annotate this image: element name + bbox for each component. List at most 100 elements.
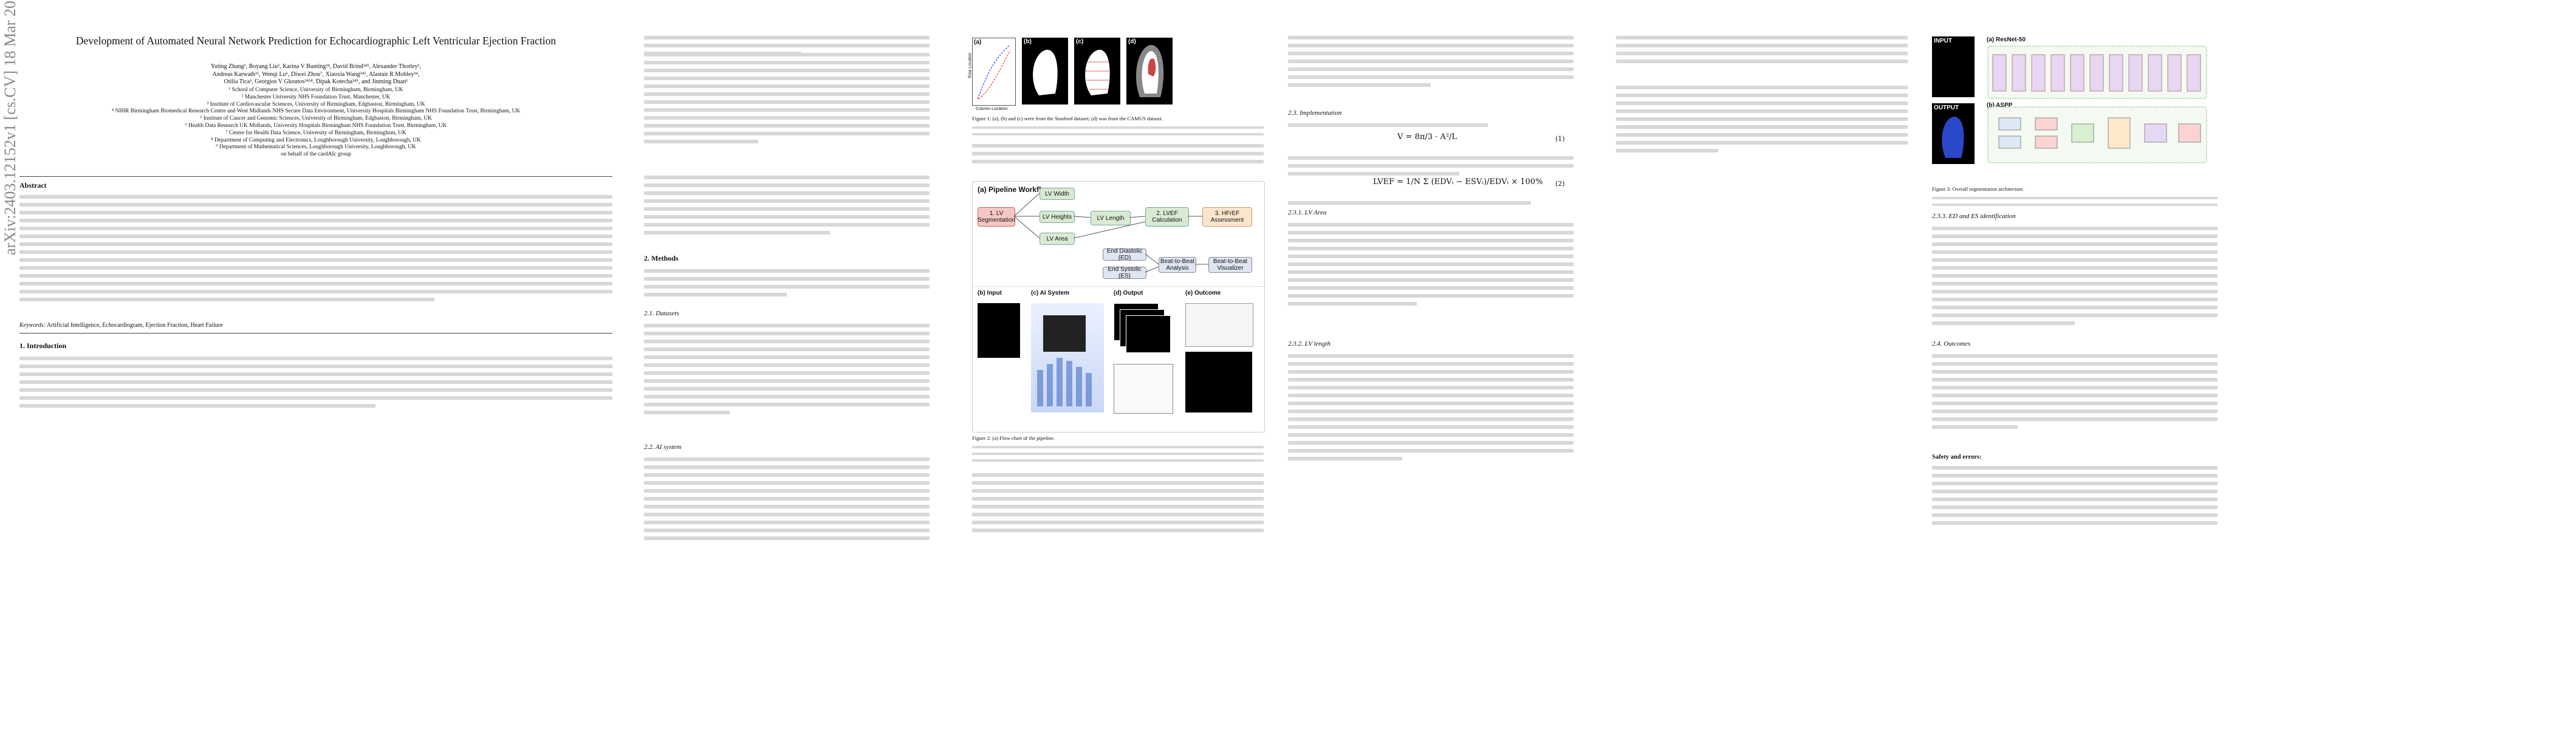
equation-2: LVEF = 1/N Σ (EDVᵢ − ESVᵢ)/EDVᵢ × 100% [1373, 177, 1543, 187]
authors-line-1: Yuting Zhang¹, Boyang Liu², Karina V Bun… [210, 63, 422, 70]
figure-2-output-images [1114, 303, 1174, 419]
section-methods: 2. Methods [644, 254, 679, 262]
lv-mask-c [1085, 49, 1111, 95]
ed-es-body [1932, 222, 2218, 329]
lv-area-body [1288, 219, 1574, 310]
p3-after-eq1 [1288, 152, 1574, 180]
affiliation-5: ⁵ Institute of Cancer and Genomic Scienc… [200, 115, 432, 122]
equation-2-lhs: LVEF = [1373, 177, 1404, 187]
figure-2-network-stack [1037, 315, 1092, 406]
figure-2: (a) Pipeline Workflow 1. LV Segmentation… [972, 181, 1265, 433]
figure-1: (a) Row Location Column Location (b) (c) [968, 38, 1179, 111]
affiliation-1: ¹ School of Computer Science, University… [228, 87, 403, 93]
box-lv-area: LV Area [1040, 233, 1075, 245]
authors-line-3: Otilia Tica³, Georgios V Gkoutos³⁴⁵⁸, Di… [224, 78, 408, 85]
equation-1-lhs: V = [1397, 132, 1413, 142]
figure-2-input-image [978, 303, 1020, 358]
figure-3-resnet-label: (a) ResNet-50 [1987, 36, 2026, 43]
figure-1-caption: Figure 1: (a), (b) and (c) were from the… [972, 115, 1264, 140]
p2-col2-para [972, 140, 1264, 168]
figure-2-caption-text: Figure 2: (a) Flow chart of the pipeline… [972, 435, 1055, 441]
figure-3-architecture [1987, 46, 2207, 163]
figure-1-caption-text: Figure 1: (a), (b) and (c) were from the… [972, 115, 1163, 122]
equation-1-number: (1) [1555, 135, 1565, 143]
page-3: 2.3. Implementation V = 8π/3 · A²/L (1) … [1288, 0, 1920, 729]
p2-col1-para2 [644, 49, 930, 148]
box-lv-heights: LV Heights [1040, 211, 1075, 223]
box-end-diastolic: End Diastolic (ED) [1103, 248, 1146, 261]
section-datasets: 2.1. Datasets [644, 310, 679, 317]
equation-2-number: (2) [1555, 180, 1565, 188]
figure-3: INPUT OUTPUT (a) ResNet-50 (b) ASPP [1932, 36, 2218, 181]
figure-2-arrows [1013, 193, 1208, 273]
safety-heading: Safety and errors: [1932, 454, 1982, 460]
figure-3-output-image: OUTPUT [1932, 103, 1975, 164]
figure-3-aspp-label: (b) ASPP [1987, 102, 2013, 109]
intro-body [19, 352, 612, 412]
figure-1-xlabel: Column Location [976, 107, 1008, 111]
section-lv-length: 2.3.2. LV length [1288, 340, 1331, 347]
figure-1-panel-b-label: (b) [1024, 38, 1032, 45]
affiliations: ¹ School of Computer Science, University… [55, 87, 577, 159]
affiliation-10: on behalf of the cardAIc group [281, 151, 351, 158]
equation-1: V = 8π/3 · A²/L [1397, 132, 1457, 142]
p2-col1-para3 [644, 171, 930, 239]
box-beat-to-beat-analysis: Beat-to-Beat Analysis [1159, 257, 1196, 273]
affiliation-9: ⁹ Department of Mathematical Sciences, L… [216, 144, 416, 151]
section-lv-area: 2.3.1. LV Area [1288, 209, 1327, 216]
affiliation-3: ³ Institute of Cardiovascular Sciences, … [207, 101, 425, 108]
camus-mask-d [1136, 45, 1164, 97]
outcomes-body [1932, 350, 2218, 433]
figure-2-panel-e-label: (e) Outcome [1185, 290, 1221, 296]
figure-1-panel-d: (d) [1126, 38, 1173, 104]
affiliation-4: ⁴ NIHR Birmingham Biomedical Research Ce… [111, 108, 521, 115]
affiliation-6: ⁶ Health Data Research UK Midlands, Univ… [185, 122, 447, 129]
section-implementation: 2.3. Implementation [1288, 109, 1342, 117]
figure-3-caption-text: Figure 3: Overall segmentation architect… [1932, 186, 2025, 192]
box-hfref-assessment: 3. HFrEF Assessment [1202, 207, 1252, 227]
figure-1-ylabel: Row Location [968, 52, 973, 78]
box-end-systolic: End Systolic (ES) [1103, 266, 1146, 279]
figure-2-outcome-images [1185, 303, 1258, 419]
box-lvef-calculation: 2. LVEF Calculation [1145, 207, 1189, 227]
datasets-body [644, 320, 930, 419]
figure-1-panel-b: (b) [1022, 38, 1068, 104]
page-4: INPUT OUTPUT (a) ResNet-50 (b) ASPP [1932, 0, 2564, 729]
abstract-body [19, 191, 612, 306]
section-outcomes: 2.4. Outcomes [1932, 340, 1971, 347]
figure-1-panel-c: (c) [1074, 38, 1120, 104]
box-beat-to-beat-visualizer: Beat-to-Beat Visualizer [1208, 257, 1252, 273]
figure-3-lv-overlay [1942, 117, 1964, 158]
keywords-line: Keywords: Artificial Intelligence, Echoc… [19, 322, 612, 329]
figure-1-panel-a-label: (a) [974, 39, 982, 46]
lv-length-body [1288, 350, 1574, 465]
author-block: Yuting Zhang¹, Boyang Liu², Karina V Bun… [43, 63, 589, 86]
figure-3-input-image: INPUT [1932, 36, 1975, 97]
affiliation-2: ² Manchester University NHS Foundation T… [241, 94, 391, 100]
rule-top [19, 176, 612, 177]
methods-body [644, 265, 930, 301]
affiliation-7: ⁷ Centre for Health Data Science, Univer… [225, 129, 406, 136]
figure-2-panel-d-label: (d) Output [1114, 290, 1143, 296]
figure-2-panel-c-label: (c) AI System [1031, 290, 1069, 296]
figure-2-ai-system-image [1031, 303, 1104, 412]
p3-col2-top [1616, 32, 1908, 67]
section-ai-system: 2.2. AI system [644, 443, 682, 451]
figure-1-plot: (a) [972, 38, 1016, 106]
section-ed-es: 2.3.3. ED and ES identification [1932, 213, 2016, 220]
keywords-label: Keywords: [19, 322, 46, 329]
p2-col2-bottom [972, 469, 1264, 536]
p3-col2-inputs [1616, 81, 1908, 157]
figure-3-input-label: INPUT [1934, 38, 1952, 44]
page-1: arXiv:2403.12152v1 [cs.CV] 18 Mar 2024 D… [0, 0, 632, 729]
implementation-body [1288, 119, 1574, 131]
keywords: Artificial Intelligence, Echocardiogram,… [46, 322, 223, 329]
box-lv-width: LV Width [1040, 188, 1075, 200]
arxiv-identifier: arXiv:2403.12152v1 [cs.CV] 18 Mar 2024 [1, 0, 19, 255]
figure-2-panel-b-label: (b) Input [978, 290, 1002, 296]
figure-2-divider [973, 286, 1264, 287]
page-2: 2. Methods 2.1. Datasets 2.2. AI system … [644, 0, 1276, 729]
p3-col1-top [1288, 32, 1574, 91]
ai-system-body [644, 453, 930, 544]
paper-title: Development of Automated Neural Network … [75, 35, 557, 47]
